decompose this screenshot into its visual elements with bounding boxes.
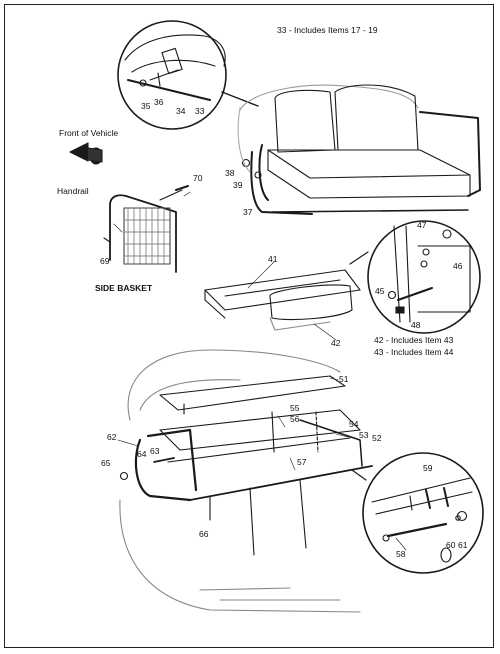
callout-42: 42 bbox=[331, 338, 341, 348]
callout-66: 66 bbox=[199, 529, 209, 539]
callout-58: 58 bbox=[396, 549, 406, 559]
callout-36: 36 bbox=[154, 97, 164, 107]
callout-leaders bbox=[113, 191, 407, 551]
callout-47: 47 bbox=[417, 220, 427, 230]
callout-62: 62 bbox=[107, 432, 117, 442]
side-basket bbox=[103, 185, 189, 273]
callout-34: 34 bbox=[176, 106, 186, 116]
note-item-33: 33 - Includes Items 17 - 19 bbox=[277, 25, 378, 35]
note-item-42: 42 - Includes Item 43 bbox=[374, 335, 454, 345]
callout-46: 46 bbox=[453, 261, 463, 271]
front-of-vehicle-label: Front of Vehicle bbox=[59, 128, 119, 138]
side-basket-title: SIDE BASKET bbox=[95, 283, 153, 293]
callout-64: 64 bbox=[137, 449, 147, 459]
lower-seat-kit bbox=[119, 349, 373, 613]
diagram-frame bbox=[4, 4, 494, 648]
detail-circle-right bbox=[367, 220, 481, 334]
detail-circle-bottom bbox=[362, 452, 484, 574]
front-arrow-icon bbox=[69, 142, 103, 165]
callout-38: 38 bbox=[225, 168, 235, 178]
callout-57: 57 bbox=[297, 457, 307, 467]
callout-69: 69 bbox=[100, 256, 110, 266]
callout-33: 33 bbox=[195, 106, 205, 116]
callout-51: 51 bbox=[339, 374, 349, 384]
callout-41: 41 bbox=[268, 254, 278, 264]
handrail-label: Handrail bbox=[57, 186, 89, 196]
callout-56: 56 bbox=[290, 414, 300, 424]
callout-54: 54 bbox=[349, 419, 359, 429]
callout-70: 70 bbox=[193, 173, 203, 183]
seat-bottom-tray bbox=[204, 269, 361, 331]
callout-55: 55 bbox=[290, 403, 300, 413]
leader-top-detail bbox=[221, 91, 259, 107]
callout-65: 65 bbox=[101, 458, 111, 468]
note-item-43: 43 - Includes Item 44 bbox=[374, 347, 454, 357]
callout-48: 48 bbox=[411, 320, 421, 330]
callout-37: 37 bbox=[243, 207, 253, 217]
callout-45: 45 bbox=[375, 286, 385, 296]
callout-60: 60 bbox=[446, 540, 456, 550]
rear-seat-assembly bbox=[237, 84, 481, 215]
callout-61: 61 bbox=[458, 540, 468, 550]
callout-63: 63 bbox=[150, 446, 160, 456]
leader-bottom-detail bbox=[351, 469, 367, 481]
detail-circle-top bbox=[117, 20, 227, 130]
callout-59: 59 bbox=[423, 463, 433, 473]
callout-35: 35 bbox=[141, 101, 151, 111]
callout-52: 52 bbox=[372, 433, 382, 443]
callout-53: 53 bbox=[359, 430, 369, 440]
callout-39: 39 bbox=[233, 180, 243, 190]
leader-right-detail bbox=[349, 251, 369, 265]
